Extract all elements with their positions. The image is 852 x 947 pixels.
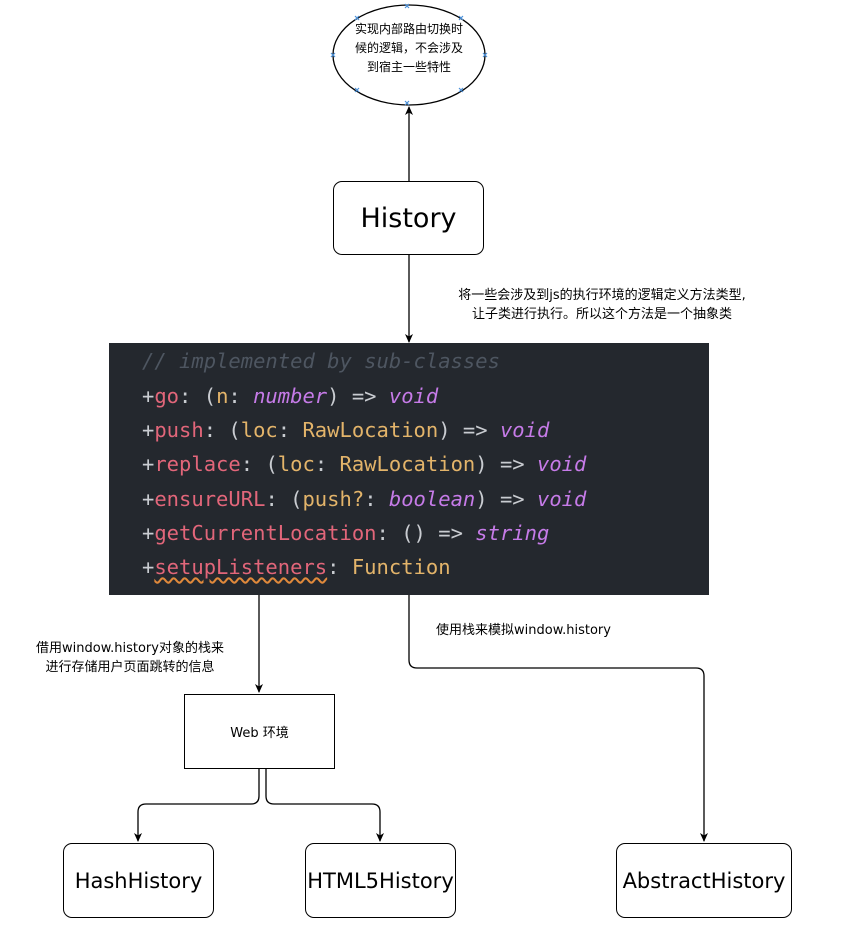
note-line: 候的逻辑，不会涉及 <box>354 41 463 55</box>
edge-label-history-to-code: 将一些会涉及到js的执行环境的逻辑定义方法类型, 让子类进行执行。所以这个方法是… <box>422 286 782 324</box>
edge-label-line: 借用window.history对象的栈来 <box>36 641 224 656</box>
note-line: 实现内部路由切换时 <box>354 22 463 36</box>
edge-label-line: 将一些会涉及到js的执行环境的逻辑定义方法类型, <box>458 288 746 303</box>
edge-label-line: 让子类进行执行。所以这个方法是一个抽象类 <box>471 307 732 322</box>
history-node[interactable]: History <box>333 181 484 255</box>
edge-label-code-to-abstract: 使用栈来模拟window.history <box>436 623 611 638</box>
note-ellipse-text: 实现内部路由切换时 候的逻辑，不会涉及 到宿主一些特性 <box>334 20 484 77</box>
code-screenshot[interactable]: // implemented by sub-classes +go: (n: n… <box>109 343 709 595</box>
abstract-history-node-label: AbstractHistory <box>622 868 786 893</box>
note-line: 到宿主一些特性 <box>366 60 451 74</box>
code-member-push: +push: (loc: RawLocation) => void <box>142 418 550 442</box>
code-comment: // implemented by sub-classes <box>142 349 500 373</box>
code-member-replace: +replace: (loc: RawLocation) => void <box>142 452 587 476</box>
hash-history-node[interactable]: HashHistory <box>63 843 214 918</box>
edge-label-line: 进行存储用户页面跳转的信息 <box>45 660 215 675</box>
edge-label-code-to-web: 借用window.history对象的栈来 进行存储用户页面跳转的信息 <box>22 639 238 677</box>
code-member-ensureurl: +ensureURL: (push?: boolean) => void <box>142 487 587 511</box>
web-env-node[interactable]: Web 环境 <box>184 694 335 769</box>
html5-history-node-label: HTML5History <box>307 868 454 893</box>
web-env-node-label: Web 环境 <box>230 726 289 741</box>
html5-history-node[interactable]: HTML5History <box>305 843 456 918</box>
abstract-history-node[interactable]: AbstractHistory <box>616 843 792 918</box>
edge-code-to-abstract[interactable] <box>408 595 708 842</box>
history-node-label: History <box>360 202 457 234</box>
code-member-setuplisteners: +setupListeners: Function <box>142 555 451 579</box>
ellipse-selection-markers <box>330 3 488 106</box>
hash-history-node-label: HashHistory <box>74 868 203 893</box>
code-member-go: +go: (n: number) => void <box>142 384 439 408</box>
edge-web-to-html5[interactable] <box>265 769 384 842</box>
edge-web-to-hash[interactable] <box>134 769 260 842</box>
code-member-getcurrentlocation: +getCurrentLocation: () => string <box>142 521 550 545</box>
